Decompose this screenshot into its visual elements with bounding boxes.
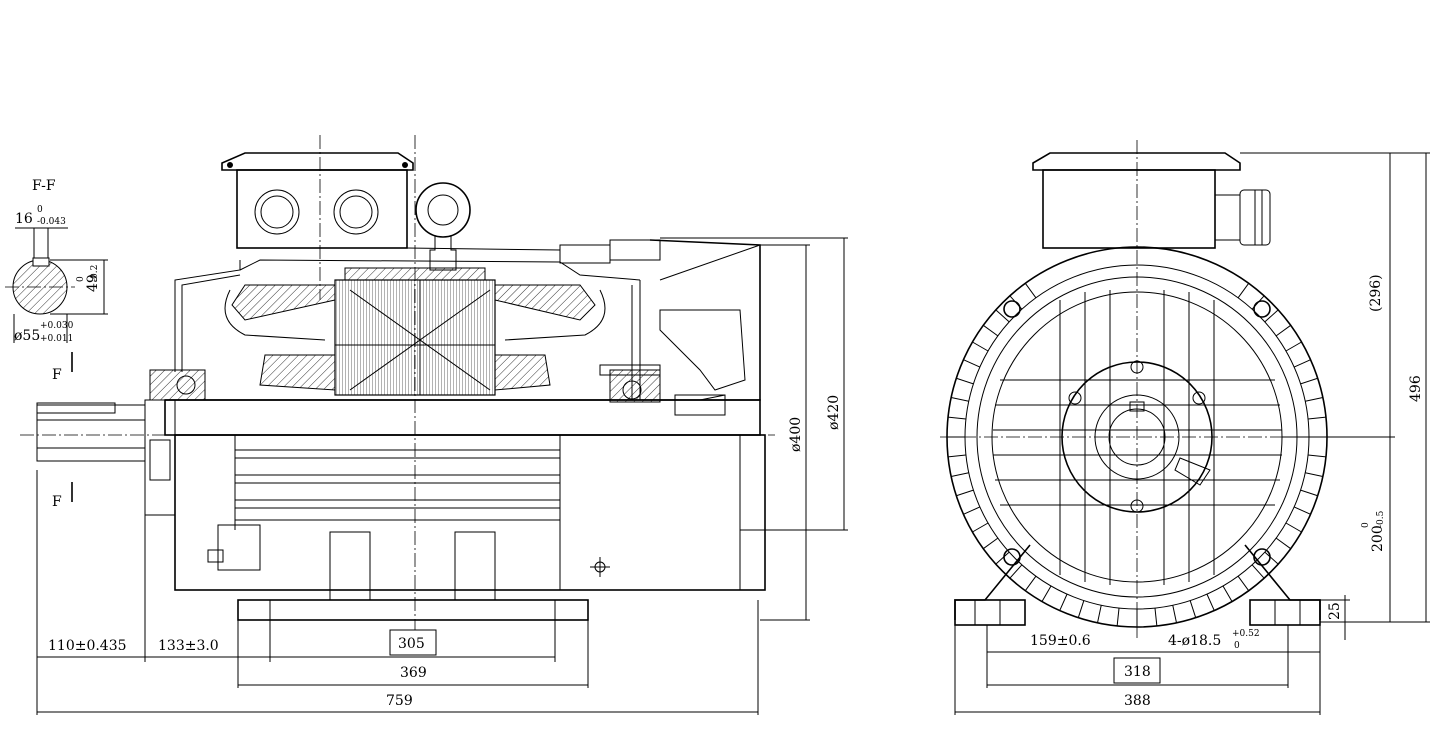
- dim-holes-tol-lower: 0: [1234, 641, 1240, 651]
- cooling-rib: [951, 397, 969, 402]
- cooling-rib: [982, 537, 999, 550]
- cooling-rib: [1275, 324, 1292, 337]
- dim-369: 369: [400, 665, 427, 681]
- cooling-rib: [1293, 359, 1311, 368]
- key-width-dim: 16: [15, 211, 33, 227]
- depth-dim: 49: [85, 274, 101, 292]
- cooling-rib: [972, 341, 989, 352]
- dim-159: 159±0.6: [1030, 633, 1091, 649]
- cooling-rib: [1024, 282, 1037, 299]
- cooling-rib: [951, 472, 969, 477]
- motor-foot: [237, 599, 589, 621]
- dim-496: 496: [1408, 375, 1424, 402]
- cooling-rib: [1308, 454, 1327, 458]
- dim-200: 200: [1370, 525, 1386, 552]
- section-mark-bottom: F: [52, 494, 62, 510]
- dim-shoulder: 133±3.0: [158, 638, 219, 654]
- cooling-rib: [1009, 564, 1023, 579]
- end-terminal-box: [1042, 169, 1216, 249]
- cooling-rib: [1285, 522, 1302, 533]
- cooling-rib: [963, 359, 981, 368]
- cooling-rib: [1264, 309, 1279, 323]
- section-mark-top: F: [52, 367, 62, 383]
- dim-296: (296): [1368, 274, 1384, 312]
- cooling-rib: [982, 324, 999, 337]
- dim-shaft-length: 110±0.435: [48, 638, 127, 654]
- cooling-rib: [1222, 585, 1233, 602]
- cooling-rib: [963, 506, 981, 515]
- winding-left-bottom: [259, 354, 336, 391]
- cooling-rib: [995, 551, 1010, 565]
- cooling-rib: [1305, 472, 1323, 477]
- depth-tol-lower: -0.2: [90, 265, 100, 282]
- dim-d420: ø420: [826, 395, 842, 430]
- cooling-rib: [1116, 608, 1120, 627]
- cooling-rib: [1237, 575, 1250, 592]
- cable-gland-1: [254, 189, 300, 235]
- dim-759: 759: [386, 693, 413, 709]
- cooling-rib: [947, 454, 966, 458]
- diameter-tol-lower: +0.011: [40, 334, 73, 344]
- cooling-rib: [1189, 600, 1197, 618]
- cooling-rib: [1251, 564, 1265, 579]
- cooling-rib: [947, 416, 966, 420]
- diameter-dim: ø55: [14, 328, 40, 344]
- cooling-rib: [1308, 416, 1327, 420]
- section-ff-view: F-F 16 0 -0.043 49 0 -0.2 ø55 +0.030 +0.…: [5, 178, 108, 344]
- winding-right-bottom: [494, 354, 551, 391]
- winding-left-top: [231, 284, 336, 321]
- cooling-rib: [1285, 341, 1302, 352]
- dim-388: 388: [1124, 693, 1151, 709]
- cable-gland-2: [333, 189, 379, 235]
- fan-blade: [659, 309, 746, 391]
- dim-305: 305: [398, 636, 425, 652]
- cooling-rib: [1097, 605, 1102, 623]
- cooling-rib: [972, 522, 989, 533]
- dim-holes-tol-upper: +0.52: [1232, 629, 1260, 639]
- diameter-tol-upper: +0.030: [40, 321, 74, 331]
- end-view: 159±0.6 4-ø18.5 +0.52 0 318 388 (296) 49…: [940, 140, 1430, 715]
- cooling-rib: [995, 309, 1010, 323]
- cooling-rib: [1041, 585, 1052, 602]
- cooling-rib: [1293, 506, 1311, 515]
- dim-200-tol-upper: 0: [1361, 522, 1371, 528]
- dim-318: 318: [1124, 664, 1151, 680]
- cooling-rib: [1237, 282, 1250, 299]
- dim-200-tol-lower: -0.5: [1376, 510, 1386, 528]
- key-width-tol-upper: 0: [37, 205, 43, 215]
- terminal-box: [236, 169, 408, 249]
- cooling-rib: [1300, 377, 1318, 385]
- fan-grill: [993, 290, 1282, 585]
- cooling-rib: [1059, 593, 1068, 611]
- dim-holes: 4-ø18.5: [1168, 633, 1221, 649]
- cooling-rib: [956, 377, 974, 385]
- lifting-eye: [415, 182, 471, 238]
- cooling-rib: [956, 489, 974, 497]
- dim-25: 25: [1327, 602, 1343, 620]
- winding-right-top: [494, 284, 596, 321]
- rotor-core-top: [164, 399, 761, 436]
- cooling-rib: [1154, 608, 1158, 627]
- cooling-rib: [1172, 605, 1177, 623]
- cooling-rib: [1024, 575, 1037, 592]
- cooling-rib: [1206, 593, 1215, 611]
- end-foot-right: [1249, 599, 1321, 626]
- end-foot-left: [954, 599, 1026, 626]
- cooling-rib: [1275, 537, 1292, 550]
- dim-d400: ø400: [788, 417, 804, 452]
- cooling-rib: [1077, 600, 1085, 618]
- depth-tol-upper: 0: [76, 276, 86, 282]
- cooling-rib: [1305, 397, 1323, 402]
- cooling-rib: [1300, 489, 1318, 497]
- cooling-rib: [1264, 551, 1279, 565]
- section-title: F-F: [32, 178, 56, 194]
- key-width-tol-lower: -0.043: [37, 217, 66, 227]
- side-view: F F: [20, 135, 848, 715]
